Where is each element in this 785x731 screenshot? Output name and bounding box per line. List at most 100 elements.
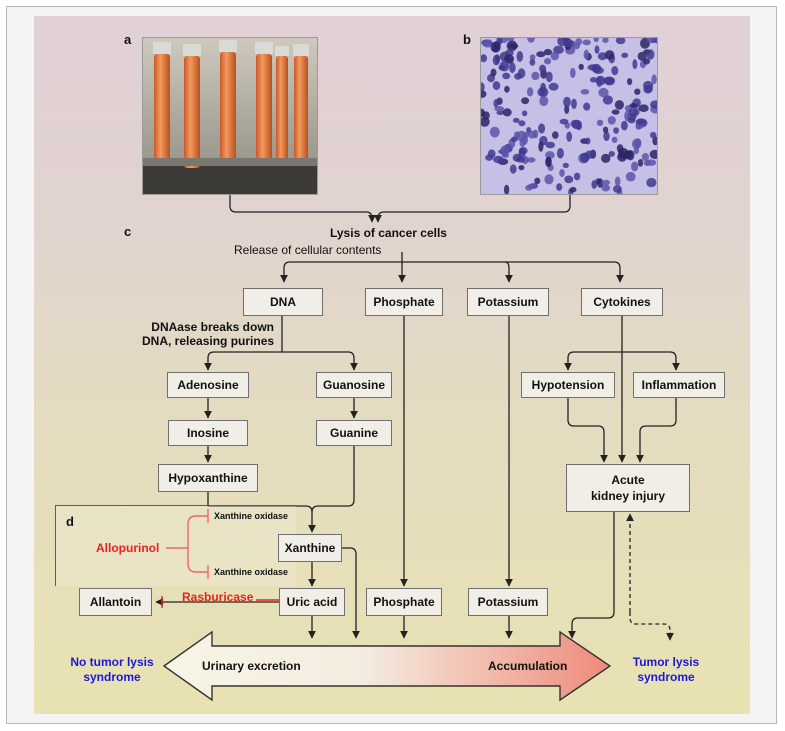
cell-nucleus (608, 151, 615, 157)
cell-nucleus (637, 159, 644, 167)
panel-label-c: c (124, 224, 132, 239)
cell-nucleus (593, 66, 604, 74)
cell-nucleus (602, 126, 609, 134)
cell-nucleus (527, 38, 535, 43)
panel-d-region (55, 505, 296, 586)
cell-nucleus (527, 130, 537, 139)
cell-nucleus (572, 43, 580, 50)
cell-nucleus (525, 184, 533, 191)
cell-nucleus (643, 85, 653, 94)
allopurinol-label: Allopurinol (96, 541, 160, 555)
cell-nucleus (597, 178, 604, 188)
cell-nucleus (583, 49, 589, 60)
cell-nucleus (650, 100, 657, 109)
aki-line-2: kidney injury (590, 489, 666, 503)
cell-nucleus (514, 73, 522, 80)
cell-nucleus (548, 82, 559, 91)
cell-nucleus (482, 39, 493, 48)
cell-nucleus (562, 38, 569, 45)
cell-nucleus (559, 118, 569, 125)
cell-nucleus (611, 109, 620, 115)
panel-label-a: a (124, 32, 132, 47)
cell-nucleus (538, 123, 546, 134)
cell-nucleus (564, 105, 570, 114)
no-tls-line-2: syndrome (83, 670, 141, 684)
tls-line-1: Tumor lysis (632, 655, 700, 669)
cell-nucleus (552, 131, 559, 139)
cell-nucleus (598, 87, 609, 98)
rasburicase-label: Rasburicase (182, 590, 254, 604)
no-tls-outcome: No tumor lysis syndrome (64, 655, 160, 685)
cell-nucleus (603, 76, 615, 85)
urinary-excretion-label: Urinary excretion (202, 659, 301, 673)
cell-nucleus (591, 180, 597, 189)
cell-nucleus (526, 87, 534, 97)
cell-nucleus (613, 127, 619, 134)
cell-nucleus (611, 66, 619, 76)
cell-nucleus (602, 95, 613, 105)
potassium-node-bottom: Potassium (468, 588, 548, 616)
cell-nucleus (494, 106, 504, 112)
cell-nucleus (550, 51, 559, 61)
excretion-accumulation-arrow (162, 630, 612, 702)
cell-nucleus (618, 148, 624, 158)
potassium-node-top: Potassium (467, 288, 549, 316)
cell-nucleus (602, 38, 609, 43)
cell-nucleus (635, 118, 646, 125)
cell-nucleus (529, 58, 536, 66)
cell-nucleus (537, 87, 549, 97)
cell-nucleus (615, 38, 626, 45)
guanosine-node: Guanosine (316, 372, 392, 398)
cell-nucleus (481, 90, 487, 98)
cell-nucleus (512, 117, 520, 123)
cell-nucleus (489, 126, 500, 138)
cell-nucleus (601, 184, 611, 192)
cell-nucleus (614, 100, 624, 110)
tls-line-2: syndrome (637, 670, 695, 684)
panel-label-d: d (66, 514, 74, 529)
cell-nucleus (628, 108, 639, 117)
cell-nucleus (582, 39, 591, 46)
cell-nucleus (564, 175, 574, 184)
cell-nucleus (539, 64, 547, 73)
cell-nucleus (584, 137, 591, 145)
cell-nucleus (632, 59, 638, 70)
cell-nucleus (493, 99, 499, 108)
cell-nucleus (646, 177, 657, 188)
cell-nucleus (631, 138, 642, 150)
cell-nucleus (481, 54, 488, 63)
xanthine-oxidase-label-2: Xanthine oxidase (214, 567, 289, 577)
cell-nucleus (594, 45, 600, 54)
cell-nucleus (481, 82, 485, 93)
cell-nucleus (652, 136, 657, 146)
cell-nucleus (589, 77, 598, 83)
cell-nucleus (502, 72, 511, 80)
test-tubes-photo (142, 37, 318, 195)
cell-nucleus (559, 169, 565, 177)
cell-nucleus (495, 54, 500, 64)
accumulation-label: Accumulation (488, 659, 568, 673)
cell-nucleus (526, 157, 536, 163)
cell-nucleus (602, 179, 610, 186)
cell-nucleus (503, 184, 510, 194)
cell-nucleus (646, 49, 655, 60)
cell-nucleus (613, 185, 622, 193)
cell-nucleus (490, 41, 501, 53)
cell-nucleus (504, 85, 510, 93)
xanthine-oxidase-label-1: Xanthine oxidase (214, 511, 289, 521)
cell-nucleus (511, 136, 518, 142)
dnaase-line-2: DNA, releasing purines (142, 334, 275, 348)
cell-nucleus (625, 171, 636, 182)
aki-line-1: Acute (611, 473, 645, 487)
cell-nucleus (570, 67, 576, 78)
cell-nucleus (539, 95, 549, 107)
cell-nucleus (595, 75, 606, 86)
cell-nucleus (601, 153, 611, 163)
cell-nucleus (637, 51, 647, 61)
cell-nucleus (531, 71, 540, 81)
cell-nucleus (566, 131, 573, 142)
cell-nucleus (509, 62, 516, 74)
cell-nucleus (536, 51, 546, 58)
cell-nucleus (569, 186, 577, 193)
